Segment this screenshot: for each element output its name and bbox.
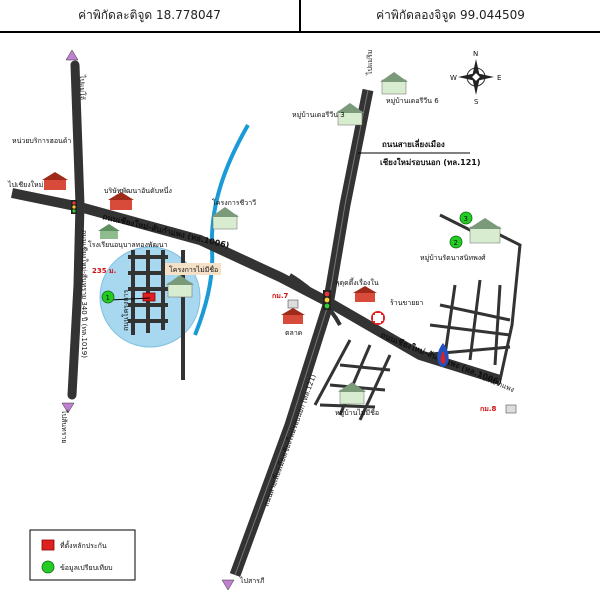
legend-compare-swatch	[41, 560, 55, 574]
comparison-marker-2: 2	[449, 235, 463, 249]
comparison-marker-3: 3	[459, 211, 473, 225]
legend-site-swatch	[41, 539, 55, 551]
svg-text:3: 3	[464, 215, 468, 223]
legend-site-label: ที่ตั้งหลักประกัน	[60, 539, 107, 550]
school-label: โรงเรียนอนุบาลทองพัฒนา	[88, 240, 168, 249]
ptt-icon	[437, 343, 449, 367]
house-icon	[336, 103, 364, 126]
traffic-light-icon	[71, 200, 77, 214]
arrow-up-icon	[65, 49, 79, 61]
market-label: ตลาด	[285, 329, 302, 337]
shop-label: ร้านขายยา	[390, 299, 423, 307]
project-nameless-label: โครงการไม่มีชื่อ	[169, 265, 218, 274]
market-icon	[287, 299, 299, 309]
dir-north-east: ไปแม่ริม	[365, 50, 374, 76]
coordinate-header: ค่าพิกัดละติจูด 18.778047 ค่าพิกัดลองจิจ…	[0, 0, 600, 33]
building-icon	[353, 286, 377, 302]
site-local-roads	[128, 250, 185, 380]
village-2-label: หมู่บ้านเดอรีวีน 3	[292, 111, 345, 119]
dir-west: ไปเชียงใหม่	[7, 180, 43, 189]
direction-arrows	[61, 49, 235, 591]
east-local-roads	[419, 213, 522, 381]
dir-south-west: ไปสันทราย	[60, 409, 69, 443]
location-map: ถนนเชียงใหม่-สันกำแพง (ทล.1006) ถนนเชียง…	[7, 49, 522, 591]
hospital-icon	[371, 311, 385, 325]
svg-text:1: 1	[106, 294, 110, 302]
compass-icon	[458, 59, 494, 95]
arrow-down-icon	[221, 579, 235, 591]
svg-text:2: 2	[454, 239, 458, 247]
ring-road-label-2: เชียงใหม่รอบนอก (ทล.121)	[380, 157, 481, 167]
village-south-label: หมู่บ้านไม่มีชื่อ	[335, 408, 379, 417]
compass-e: E	[497, 74, 501, 82]
arrow-down-icon	[61, 402, 75, 414]
compass-s: S	[474, 98, 479, 106]
local-road-label: ถนนโครงการ	[121, 289, 130, 331]
site-marker	[142, 292, 156, 302]
legend-compare-label: ข้อมูลเปรียบเทียบ	[60, 564, 113, 572]
ptt-label: พุดุดตึ้งเรื่องใน	[335, 276, 379, 287]
distance-label: 235 ม.	[92, 267, 116, 275]
house-icon	[338, 382, 366, 405]
project-west-label: โครงการชีวาวี	[212, 198, 256, 207]
house-icon	[211, 207, 239, 230]
west-road	[67, 60, 85, 400]
compass-w: W	[450, 74, 457, 82]
building-icon	[42, 172, 68, 190]
south-local-roads	[313, 339, 392, 421]
building-icon	[108, 192, 134, 210]
ring-road-label-1: ถนนสายเลี่ยงเมือง	[382, 138, 445, 149]
km8-label: กม.8	[480, 405, 497, 413]
km7-label: กม.7	[272, 292, 289, 300]
latitude-label: ค่าพิกัดละติจูด 18.778047	[78, 8, 221, 22]
house-icon	[380, 72, 408, 95]
compass-n: N	[473, 50, 478, 58]
honda-label: หน่วยบริการฮอนด้า	[12, 137, 71, 145]
house-icon	[468, 218, 502, 244]
comparison-marker-1: 1	[101, 290, 115, 304]
building-icon	[281, 308, 305, 324]
dir-south: ไปสารภี	[239, 576, 265, 585]
house-icon	[166, 275, 194, 298]
traffic-light-icon	[323, 290, 331, 310]
market-icon	[505, 404, 517, 414]
school-icon	[98, 224, 120, 239]
legend: ที่ตั้งหลักประกัน ข้อมูลเปรียบเทียบ	[29, 529, 136, 581]
ring-south-label: ถนนสายเลี่ยงเมืองเชียงใหม่รอบนอก (ทล.121…	[261, 373, 317, 508]
west-road-label: ถนนเชียงใหม่-สันทราย 340 ปี (ทล.1019)	[80, 230, 89, 358]
village-1-label: หมู่บ้านเดอรีวีน 6	[386, 97, 439, 105]
toyota-label: บริษัทพัฒนาอันดับหนึ่ง	[104, 186, 172, 195]
village-east-label: หมู่บ้านรัตนาสนิทพงศ์	[420, 254, 486, 262]
river	[193, 124, 250, 336]
longitude-label: ค่าพิกัดลองจิจูด 99.044509	[299, 0, 600, 31]
dir-north-west: ไปแม่โจ้	[78, 74, 87, 100]
